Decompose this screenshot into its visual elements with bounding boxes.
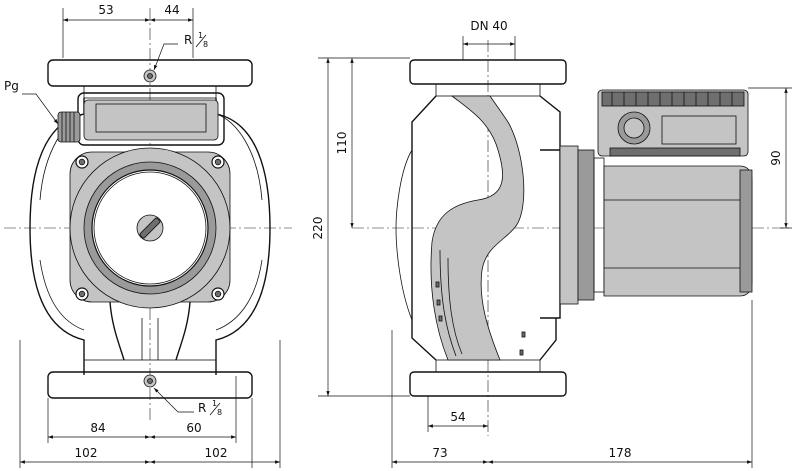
dim-90: 90 [769,150,783,165]
dimension-labels: 53 44 R 1 8 R 1 8 Pg 84 60 102 102 220 1… [4,3,783,460]
dim-84: 84 [90,421,105,435]
side-dimensions [318,36,792,468]
svg-text:8: 8 [203,40,208,49]
front-dimensions [19,8,281,468]
flow-channel [430,95,525,361]
dim-60: 60 [186,421,201,435]
thread-label-bottom: R [198,401,206,415]
dim-53: 53 [98,3,113,17]
side-pump-body [411,95,561,361]
side-motor-body [603,165,753,297]
motor-flange-ring [559,145,579,305]
dim-54: 54 [450,410,465,424]
front-view [4,8,292,420]
dim-178: 178 [609,446,632,460]
side-view [352,40,790,436]
pg-label: Pg [4,79,19,93]
dim-220: 220 [311,217,325,240]
dim-102-right: 102 [205,446,228,460]
dim-44: 44 [164,3,179,17]
dim-73: 73 [432,446,447,460]
dim-102-left: 102 [75,446,98,460]
thread-label-top: R [184,33,192,47]
dim-110: 110 [335,132,349,155]
dn-40-label: DN 40 [470,19,507,33]
svg-text:1: 1 [198,31,203,40]
cable-gland [57,111,81,143]
svg-text:1: 1 [212,399,217,408]
svg-text:8: 8 [217,408,222,417]
